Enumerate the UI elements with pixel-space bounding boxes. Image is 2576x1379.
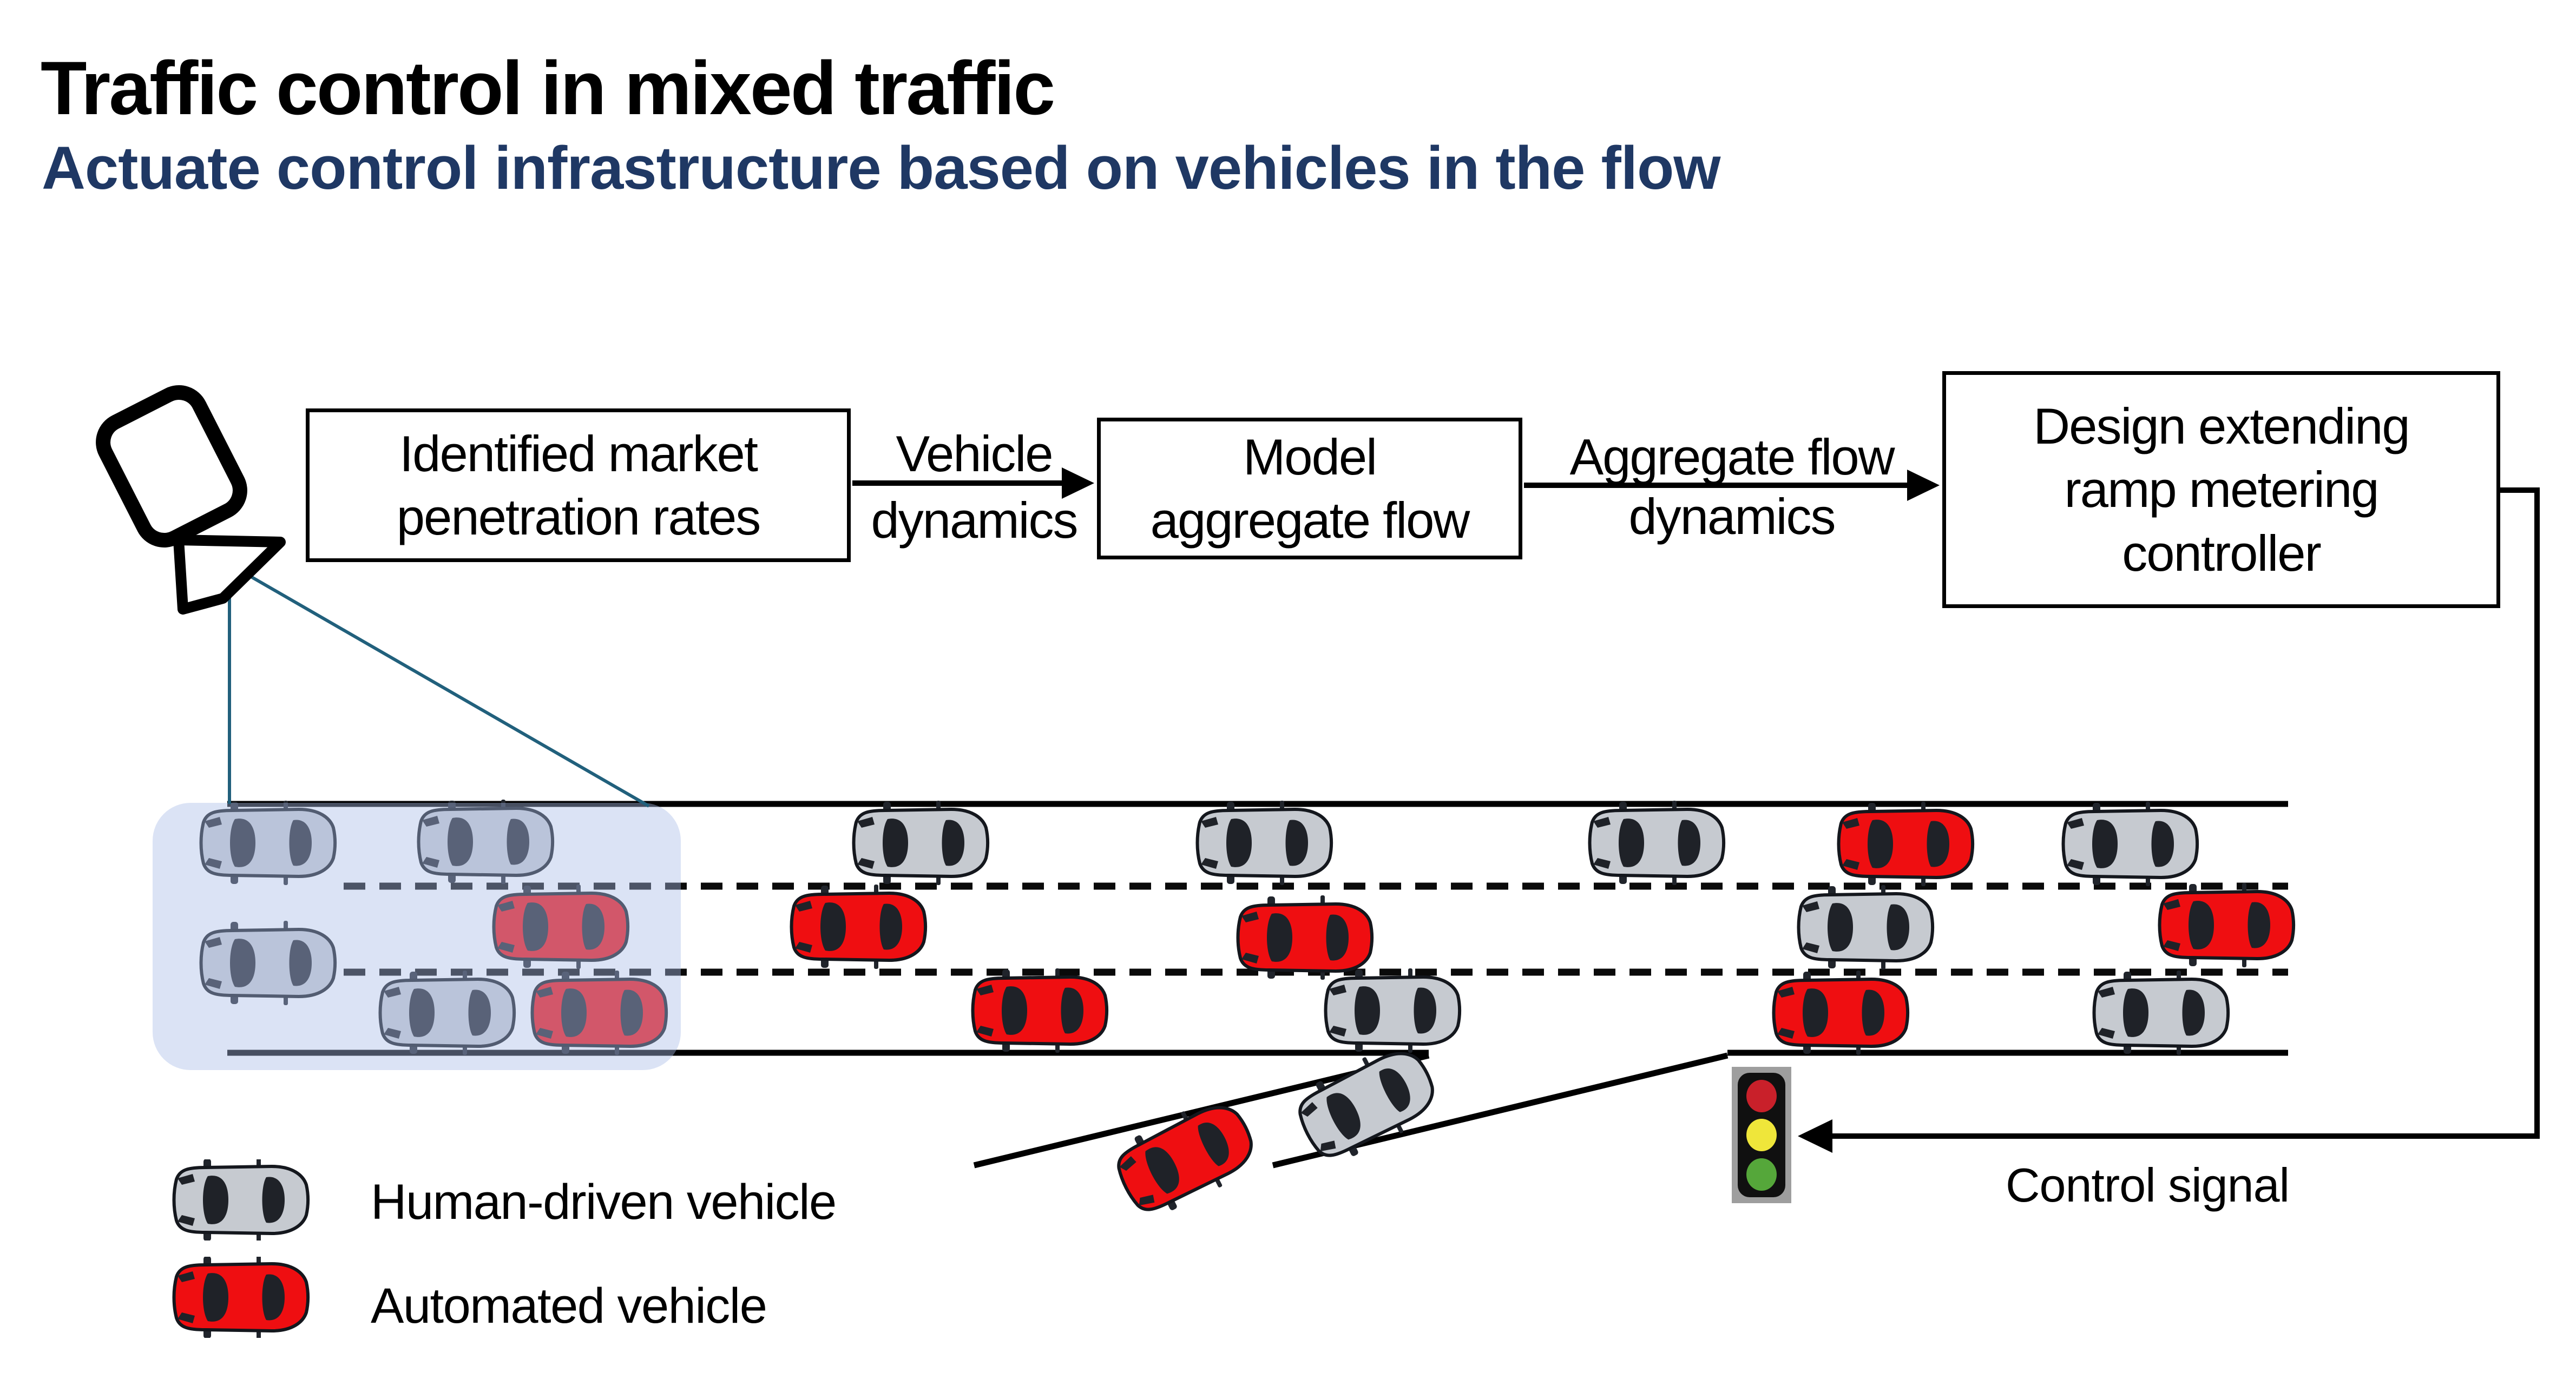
page-title: Traffic control in mixed traffic	[41, 45, 1055, 130]
flow-box-line: aggregate flow	[1150, 492, 1470, 549]
traffic-light-red	[1746, 1079, 1777, 1112]
traffic-light-icon	[1732, 1067, 1791, 1203]
flow-box-line: Design extending	[2033, 397, 2410, 454]
car-automated	[792, 885, 926, 969]
control-signal-path	[1798, 487, 2540, 1153]
car-human-driven	[1326, 968, 1460, 1053]
flow-box-market-penetration: Identified market penetration rates	[306, 408, 851, 562]
traffic-light-housing	[1738, 1073, 1785, 1197]
car-automated	[1774, 971, 1908, 1055]
flow-box-line: Model	[1243, 428, 1377, 485]
flow-box-line: penetration rates	[396, 489, 761, 545]
flow-arrow-1	[852, 467, 1094, 499]
car-automated	[973, 968, 1107, 1053]
camera-view-highlight	[153, 803, 681, 1070]
car-human-driven	[2094, 971, 2229, 1055]
car-human-driven	[1198, 801, 1332, 885]
car-human-driven	[2064, 802, 2198, 886]
page-subtitle: Actuate control infrastructure based on …	[42, 134, 1720, 202]
car-automated	[1107, 1090, 1264, 1225]
arrow2-label: Aggregate flow	[1569, 428, 1895, 485]
flow-box-line: ramp metering	[2064, 461, 2380, 518]
car-human-driven	[854, 801, 988, 885]
flow-box-line: controller	[2122, 524, 2322, 582]
camera-view-line-right	[242, 571, 650, 808]
flow-box-model-aggregate-flow: Model aggregate flow	[1097, 418, 1522, 559]
arrow1-label: Vehicle	[896, 425, 1053, 482]
legend-human-label: Human-driven vehicle	[371, 1175, 837, 1230]
legend-human-vehicle-icon	[170, 1159, 311, 1241]
control-signal-label: Control signal	[2006, 1158, 2290, 1212]
legend-automated-vehicle-icon	[170, 1257, 311, 1338]
flow-box-ramp-metering-controller: Design extending ramp metering controlle…	[1942, 371, 2500, 608]
traffic-light-green	[1746, 1158, 1777, 1191]
flow-box-line: Identified market	[399, 425, 758, 482]
camera-icon	[96, 385, 286, 615]
car-automated	[2160, 883, 2294, 967]
car-human-driven	[1799, 885, 1933, 969]
arrow2-label: dynamics	[1628, 488, 1836, 545]
legend-automated-label: Automated vehicle	[371, 1278, 767, 1334]
arrow1-label: dynamics	[871, 492, 1078, 549]
car-human-driven	[1590, 801, 1724, 885]
car-automated	[1238, 895, 1372, 980]
car-automated	[1839, 802, 1973, 886]
traffic-light-yellow	[1746, 1119, 1777, 1151]
flow-arrow-2	[1524, 470, 1940, 501]
